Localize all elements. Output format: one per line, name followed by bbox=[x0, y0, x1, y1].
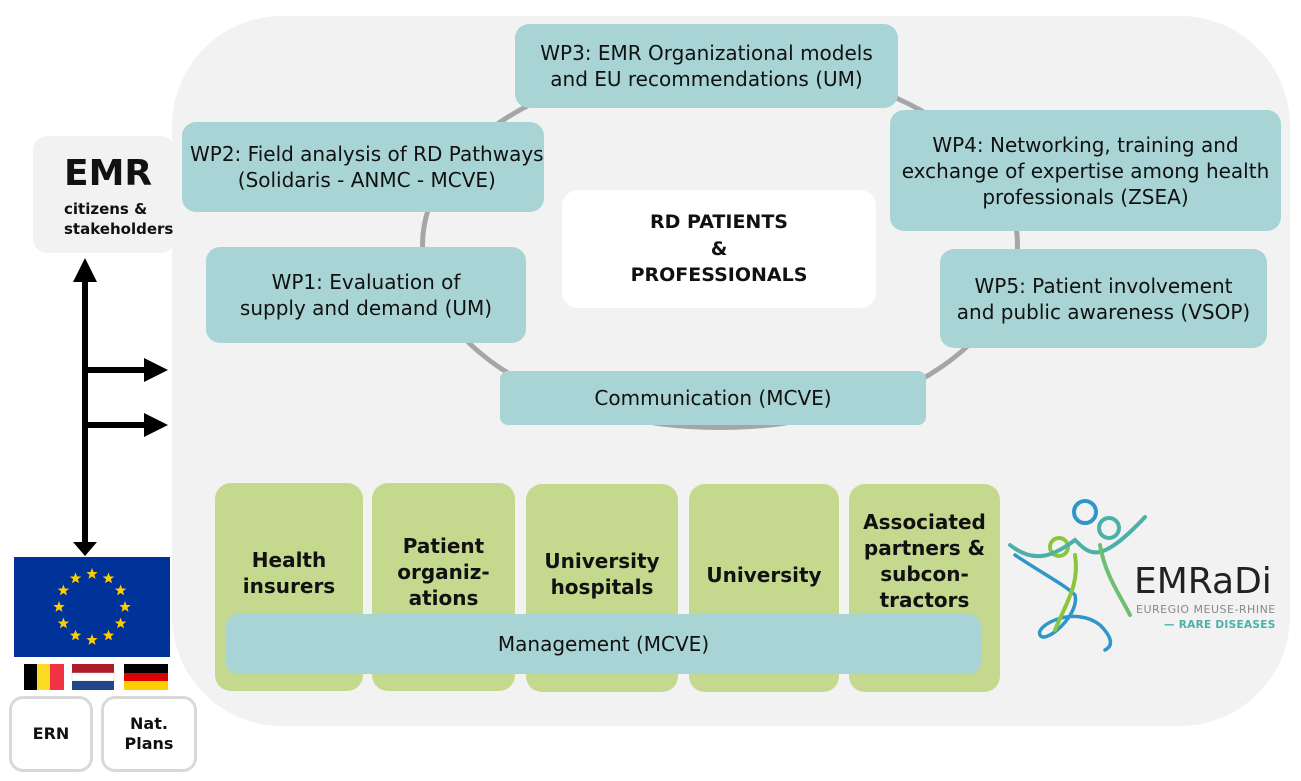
ern-box: ERN bbox=[9, 696, 93, 772]
partner-label: Patient organiz- ations bbox=[397, 534, 490, 610]
center-label: RD PATIENTS & PROFESSIONALS bbox=[630, 211, 808, 287]
partner-label: Associated partners & subcon- tractors bbox=[863, 510, 986, 612]
wp3-box: WP3: EMR Organizational models and EU re… bbox=[515, 24, 898, 108]
eu-star-icon bbox=[114, 617, 127, 629]
wp5-box: WP5: Patient involvement and public awar… bbox=[940, 249, 1267, 348]
eu-star-icon bbox=[69, 572, 82, 584]
eu-star-icon bbox=[69, 629, 82, 641]
eu-star-icon bbox=[119, 601, 131, 612]
wp4-box: WP4: Networking, training and exchange o… bbox=[890, 110, 1281, 231]
partner-label: University bbox=[706, 563, 822, 587]
netherlands-flag-icon bbox=[71, 664, 115, 690]
wp4-label: WP4: Networking, training and exchange o… bbox=[901, 132, 1270, 209]
nat-plans-label: Nat. Plans bbox=[124, 714, 174, 753]
nat-plans-box: Nat. Plans bbox=[101, 696, 197, 772]
belgium-flag-icon bbox=[24, 664, 64, 690]
logo-tagline: — RARE DISEASES bbox=[1164, 619, 1276, 631]
eu-star-icon bbox=[114, 584, 127, 596]
partner-label: University hospitals bbox=[544, 549, 660, 599]
wp1-label: WP1: Evaluation of supply and demand (UM… bbox=[239, 270, 493, 320]
arrows bbox=[73, 258, 168, 556]
eu-star-icon bbox=[57, 617, 70, 629]
partner-label: Health insurers bbox=[242, 548, 336, 598]
emr-box bbox=[33, 136, 175, 253]
management-label: Management (MCVE) bbox=[497, 632, 710, 656]
wp2-label: WP2: Field analysis of RD Pathways (Soli… bbox=[190, 142, 544, 192]
eu-stars bbox=[53, 568, 131, 645]
wp2-box: WP2: Field analysis of RD Pathways (Soli… bbox=[182, 122, 544, 212]
national-flags bbox=[24, 664, 168, 690]
logo-title: EMRaDi bbox=[1134, 561, 1272, 602]
wp1-box: WP1: Evaluation of supply and demand (UM… bbox=[206, 247, 526, 343]
eu-star-icon bbox=[86, 634, 98, 645]
emr-title: EMR bbox=[64, 153, 153, 194]
eu-star-icon bbox=[53, 601, 65, 612]
eu-star-icon bbox=[102, 572, 115, 584]
management-bar: Management (MCVE) bbox=[226, 614, 981, 674]
logo-subtitle: EUREGIO MEUSE-RHINE bbox=[1136, 603, 1276, 616]
emr-subtitle: citizens & stakeholders bbox=[64, 200, 174, 238]
arrow-down-head bbox=[73, 542, 97, 556]
communication-box: Communication (MCVE) bbox=[500, 371, 926, 425]
eu-star-icon bbox=[57, 584, 70, 596]
ern-label: ERN bbox=[32, 724, 70, 743]
germany-flag-icon bbox=[124, 664, 168, 690]
wp5-label: WP5: Patient involvement and public awar… bbox=[956, 273, 1251, 324]
communication-label: Communication (MCVE) bbox=[594, 386, 832, 410]
wp3-label: WP3: EMR Organizational models and EU re… bbox=[540, 41, 873, 91]
emradi-logo-icon bbox=[1008, 499, 1147, 652]
eu-star-icon bbox=[86, 568, 98, 579]
center-box: RD PATIENTS & PROFESSIONALS bbox=[562, 190, 876, 308]
eu-flag bbox=[14, 557, 170, 657]
eu-star-icon bbox=[102, 629, 115, 641]
